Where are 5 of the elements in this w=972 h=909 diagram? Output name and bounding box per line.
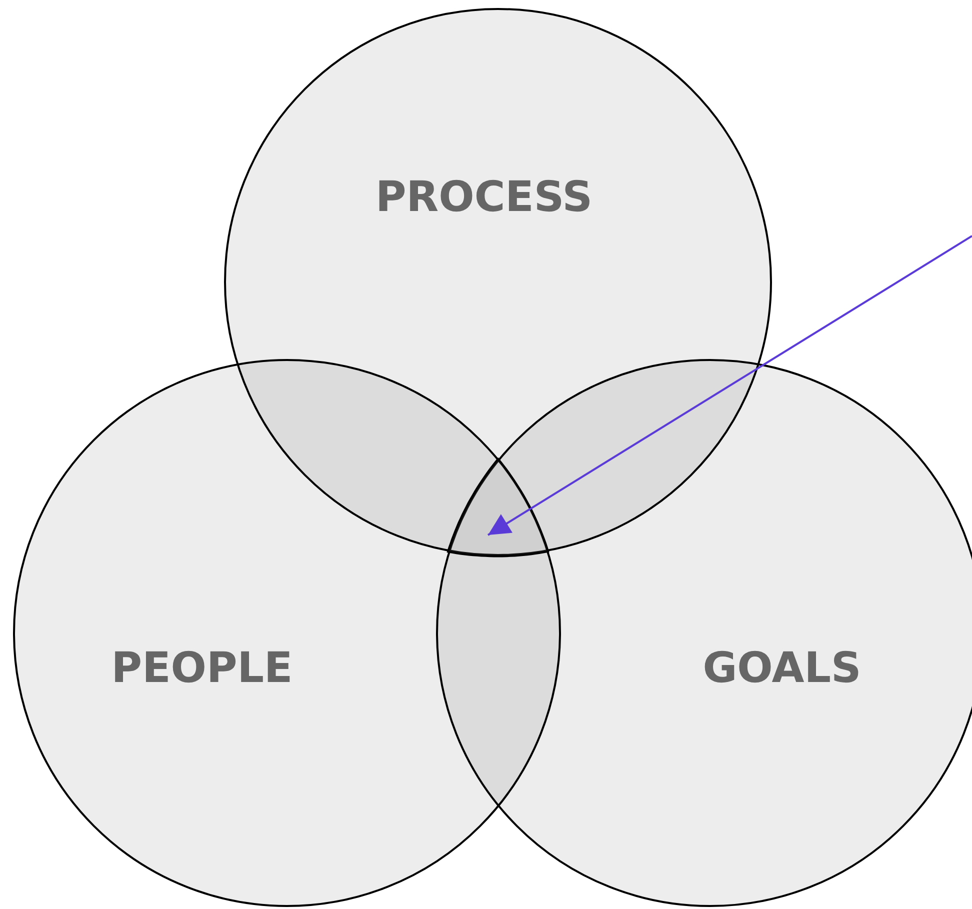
- overlap-region: [447, 457, 550, 557]
- circle-label: GOALS: [702, 644, 862, 692]
- circle-label: PEOPLE: [111, 644, 293, 692]
- arrow: [487, 235, 972, 536]
- circle-label: PROCESS: [376, 174, 592, 220]
